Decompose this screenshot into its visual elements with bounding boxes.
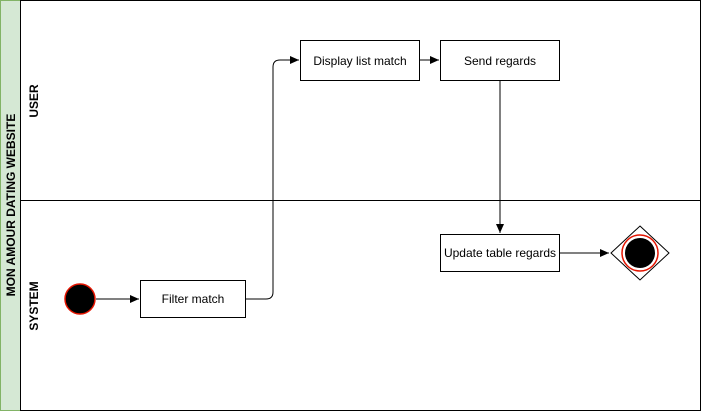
- node-update-table-regards-label: Update table regards: [444, 246, 556, 260]
- lane-user: USER: [20, 0, 701, 201]
- node-filter-match: Filter match: [140, 280, 246, 318]
- lane-system-label: SYSTEM: [27, 281, 41, 330]
- pool-header: MON AMOUR DATING WEBSITE: [0, 0, 21, 411]
- node-update-table-regards: Update table regards: [440, 234, 560, 272]
- edge-filter-to-display: [246, 56, 299, 300]
- node-display-list-match-label: Display list match: [313, 54, 406, 68]
- node-display-list-match: Display list match: [300, 40, 420, 81]
- pool-title: MON AMOUR DATING WEBSITE: [4, 114, 18, 297]
- end-node-icon: [610, 225, 670, 281]
- lane-system-box: [20, 200, 701, 411]
- lane-system: SYSTEM: [20, 200, 701, 411]
- node-filter-match-label: Filter match: [162, 292, 225, 306]
- lane-user-box: [20, 0, 701, 201]
- start-node-icon: [64, 283, 96, 315]
- node-send-regards: Send regards: [440, 40, 560, 81]
- node-send-regards-label: Send regards: [464, 54, 536, 68]
- lane-user-label: USER: [27, 84, 41, 118]
- edges: [96, 56, 609, 303]
